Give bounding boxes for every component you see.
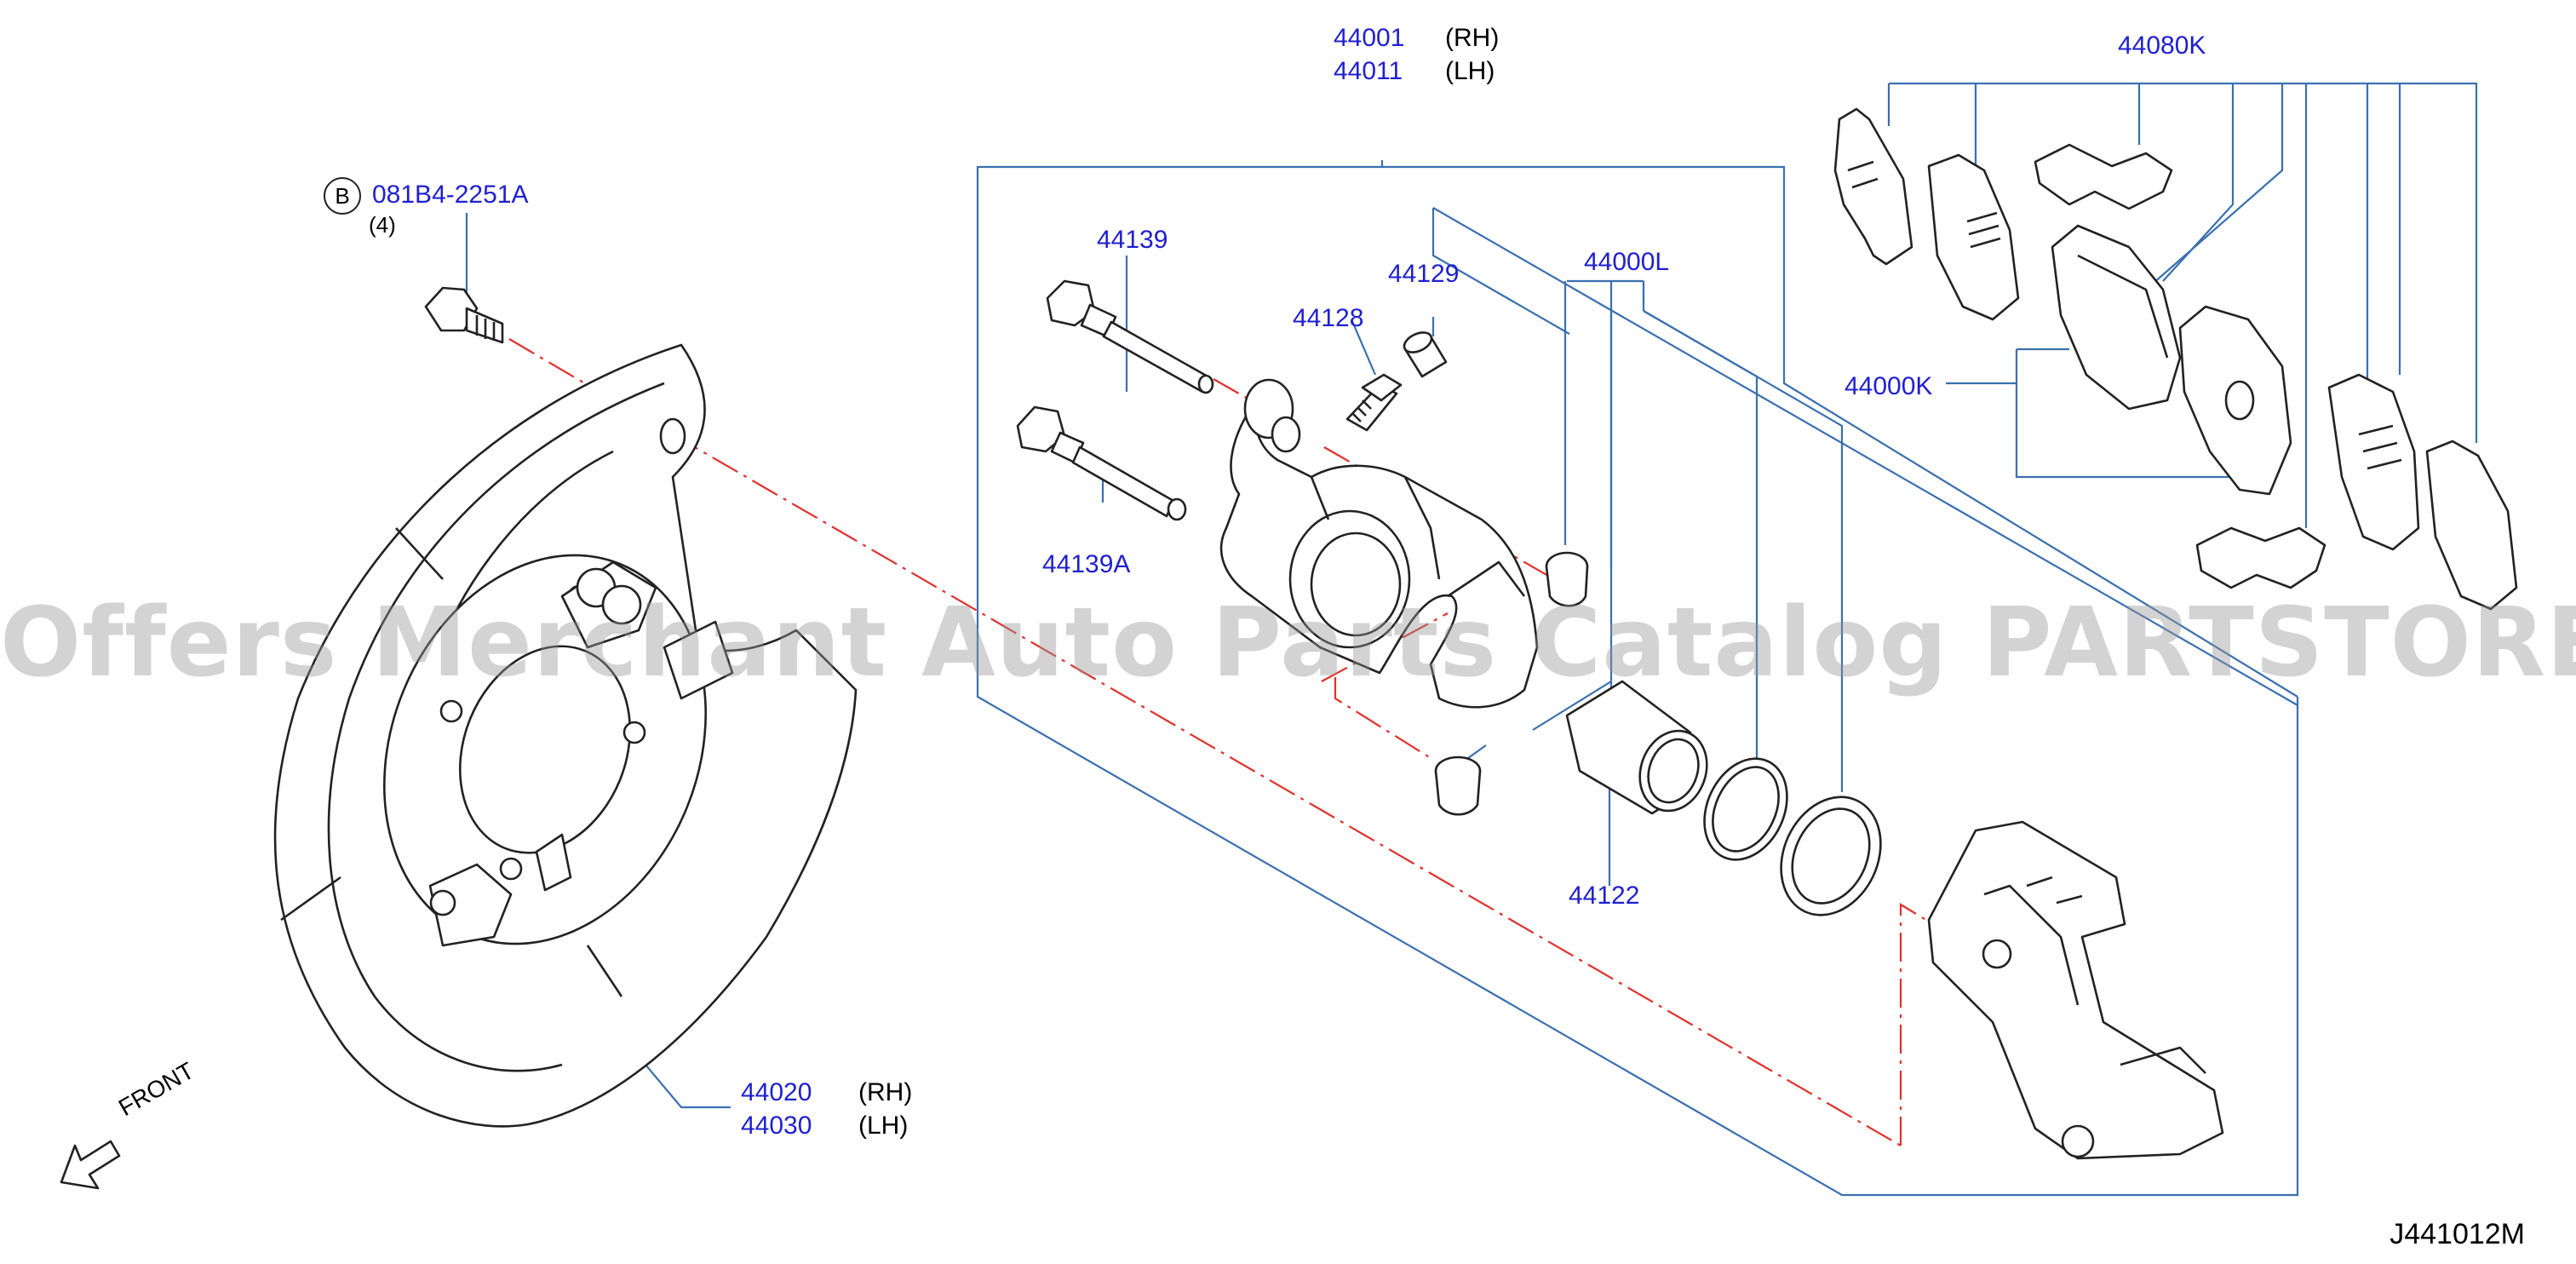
inner-shim-left[interactable] bbox=[1927, 153, 2020, 321]
side-rh-caliper: (RH) bbox=[1445, 24, 1500, 52]
diagram-code: J441012M bbox=[2390, 1218, 2525, 1250]
piston-boot[interactable] bbox=[1763, 781, 1900, 932]
guide-pin-44139[interactable] bbox=[1046, 279, 1214, 394]
piston-44122[interactable] bbox=[1565, 680, 1718, 820]
brake-pad-outer[interactable] bbox=[2178, 305, 2292, 496]
pad-clip-lower[interactable] bbox=[2195, 526, 2326, 589]
part-44139[interactable]: 44139 bbox=[1097, 226, 1168, 254]
part-44139A[interactable]: 44139A bbox=[1042, 550, 1131, 578]
outer-shim-right[interactable] bbox=[2425, 440, 2518, 611]
part-44020[interactable]: 44020 bbox=[741, 1078, 812, 1106]
side-rh-plate: (RH) bbox=[858, 1078, 913, 1106]
guide-pin-44139A[interactable] bbox=[1016, 405, 1187, 521]
leader-lines bbox=[465, 82, 2478, 1197]
mounting-bolt[interactable] bbox=[424, 286, 504, 344]
part-44080K[interactable]: 44080K bbox=[2118, 32, 2206, 60]
outer-shim-left[interactable] bbox=[1833, 107, 1913, 266]
pad-clip-upper[interactable] bbox=[2034, 143, 2173, 210]
bolt-ref-bubble: B bbox=[324, 177, 361, 215]
bleeder-44128[interactable] bbox=[1345, 373, 1403, 432]
bolt-part-number[interactable]: 081B4-2251A bbox=[372, 181, 529, 209]
part-44001[interactable]: 44001 bbox=[1334, 24, 1405, 52]
part-44000L[interactable]: 44000L bbox=[1584, 248, 1670, 276]
brake-pad-inner[interactable] bbox=[2051, 224, 2182, 411]
part-44000K[interactable]: 44000K bbox=[1845, 372, 1933, 400]
inner-shim-right[interactable] bbox=[2327, 373, 2420, 551]
bolt-quantity: (4) bbox=[369, 212, 396, 238]
cap-44129[interactable] bbox=[1401, 329, 1448, 378]
front-arrow-icon bbox=[60, 1140, 121, 1190]
pin-boot-upper[interactable] bbox=[1545, 551, 1589, 607]
pin-boot-lower[interactable] bbox=[1434, 756, 1482, 816]
backing-plate[interactable] bbox=[273, 343, 858, 1128]
caliper-bracket[interactable] bbox=[1927, 820, 2224, 1160]
side-lh-plate: (LH) bbox=[858, 1112, 909, 1140]
side-lh-caliper: (LH) bbox=[1445, 57, 1495, 85]
part-44030[interactable]: 44030 bbox=[741, 1112, 812, 1140]
caliper-body[interactable] bbox=[1219, 378, 1539, 709]
seal-ring[interactable] bbox=[1689, 745, 1803, 873]
part-44011[interactable]: 44011 bbox=[1334, 57, 1403, 85]
part-44122[interactable]: 44122 bbox=[1569, 882, 1640, 910]
part-44128[interactable]: 44128 bbox=[1293, 304, 1364, 332]
part-44129[interactable]: 44129 bbox=[1388, 260, 1460, 288]
